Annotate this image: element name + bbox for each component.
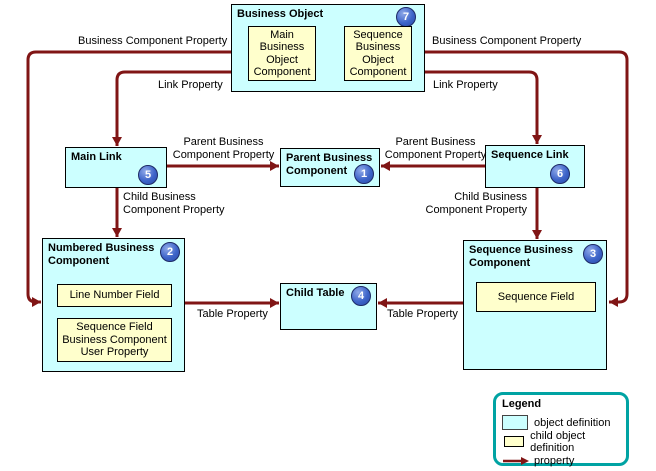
legend: Legend object definition child object de… bbox=[493, 392, 629, 468]
label-parent-bc-property-right: Parent Business Component Property bbox=[384, 136, 487, 161]
childbox-sequence-field: Sequence Field bbox=[476, 282, 596, 312]
node-sequence-business-component: Sequence Business Component 3 Sequence F… bbox=[463, 240, 607, 370]
badge-parent-business-component: 1 bbox=[354, 164, 374, 184]
node-business-object: Business Object 7 Main Business Object C… bbox=[231, 4, 425, 92]
label-business-component-property-right: Business Component Property bbox=[432, 35, 582, 47]
label-link-property-right: Link Property bbox=[433, 79, 498, 91]
legend-swatch-wrap-1 bbox=[502, 415, 534, 430]
node-sequence-business-component-title: Sequence Business Component bbox=[469, 244, 573, 269]
childbox-line-number-field: Line Number Field bbox=[57, 284, 172, 307]
childbox-sequence-business-object-component: Sequence Business Object Component bbox=[344, 26, 412, 81]
legend-label-property: property bbox=[534, 454, 575, 467]
label-parent-bc-property-left: Parent Business Component Property bbox=[172, 136, 275, 161]
legend-title: Legend bbox=[502, 398, 542, 410]
label-child-bc-property-right: Child Business Component Property bbox=[425, 191, 528, 216]
badge-child-table: 4 bbox=[351, 286, 371, 306]
node-child-table-title: Child Table bbox=[286, 287, 345, 299]
node-numbered-business-component-title: Numbered Business Component bbox=[48, 242, 155, 267]
childbox-main-business-object-component: Main Business Object Component bbox=[248, 26, 316, 81]
property-arrow-icon bbox=[503, 456, 529, 465]
node-numbered-business-component: Numbered Business Component 2 Line Numbe… bbox=[42, 238, 185, 372]
legend-row-child-object-definition: child object definition bbox=[502, 430, 620, 454]
node-main-link: Main Link 5 bbox=[65, 147, 167, 188]
node-child-table: Child Table 4 bbox=[280, 283, 377, 330]
badge-business-object: 7 bbox=[396, 7, 416, 27]
node-business-object-title: Business Object bbox=[237, 8, 324, 20]
legend-swatch-wrap-2 bbox=[502, 436, 530, 447]
node-sequence-link-title: Sequence Link bbox=[491, 149, 569, 161]
childbox-sequence-field-user-property: Sequence Field Business Component User P… bbox=[57, 318, 172, 362]
badge-sequence-business-component: 3 bbox=[583, 244, 603, 264]
legend-row-property: property bbox=[502, 453, 620, 468]
label-business-component-property-left: Business Component Property bbox=[78, 35, 228, 47]
legend-swatch-wrap-3 bbox=[502, 456, 534, 466]
badge-main-link: 5 bbox=[138, 165, 158, 185]
node-parent-business-component-title: Parent Business Component bbox=[286, 152, 373, 177]
child-object-definition-swatch bbox=[504, 436, 524, 447]
badge-sequence-link: 6 bbox=[550, 164, 570, 184]
legend-label-child-object-definition: child object definition bbox=[530, 429, 586, 454]
badge-numbered-business-component: 2 bbox=[160, 242, 180, 262]
node-main-link-title: Main Link bbox=[71, 151, 122, 163]
label-child-bc-property-left: Child Business Component Property bbox=[123, 191, 225, 216]
legend-row-object-definition: object definition bbox=[502, 415, 620, 430]
node-sequence-link: Sequence Link 6 bbox=[485, 145, 585, 188]
object-definition-swatch bbox=[502, 415, 528, 430]
node-parent-business-component: Parent Business Component 1 bbox=[280, 148, 380, 187]
legend-label-object-definition: object definition bbox=[534, 416, 611, 429]
label-table-property-left: Table Property bbox=[197, 308, 268, 320]
label-link-property-left: Link Property bbox=[158, 79, 223, 91]
label-table-property-right: Table Property bbox=[387, 308, 458, 320]
